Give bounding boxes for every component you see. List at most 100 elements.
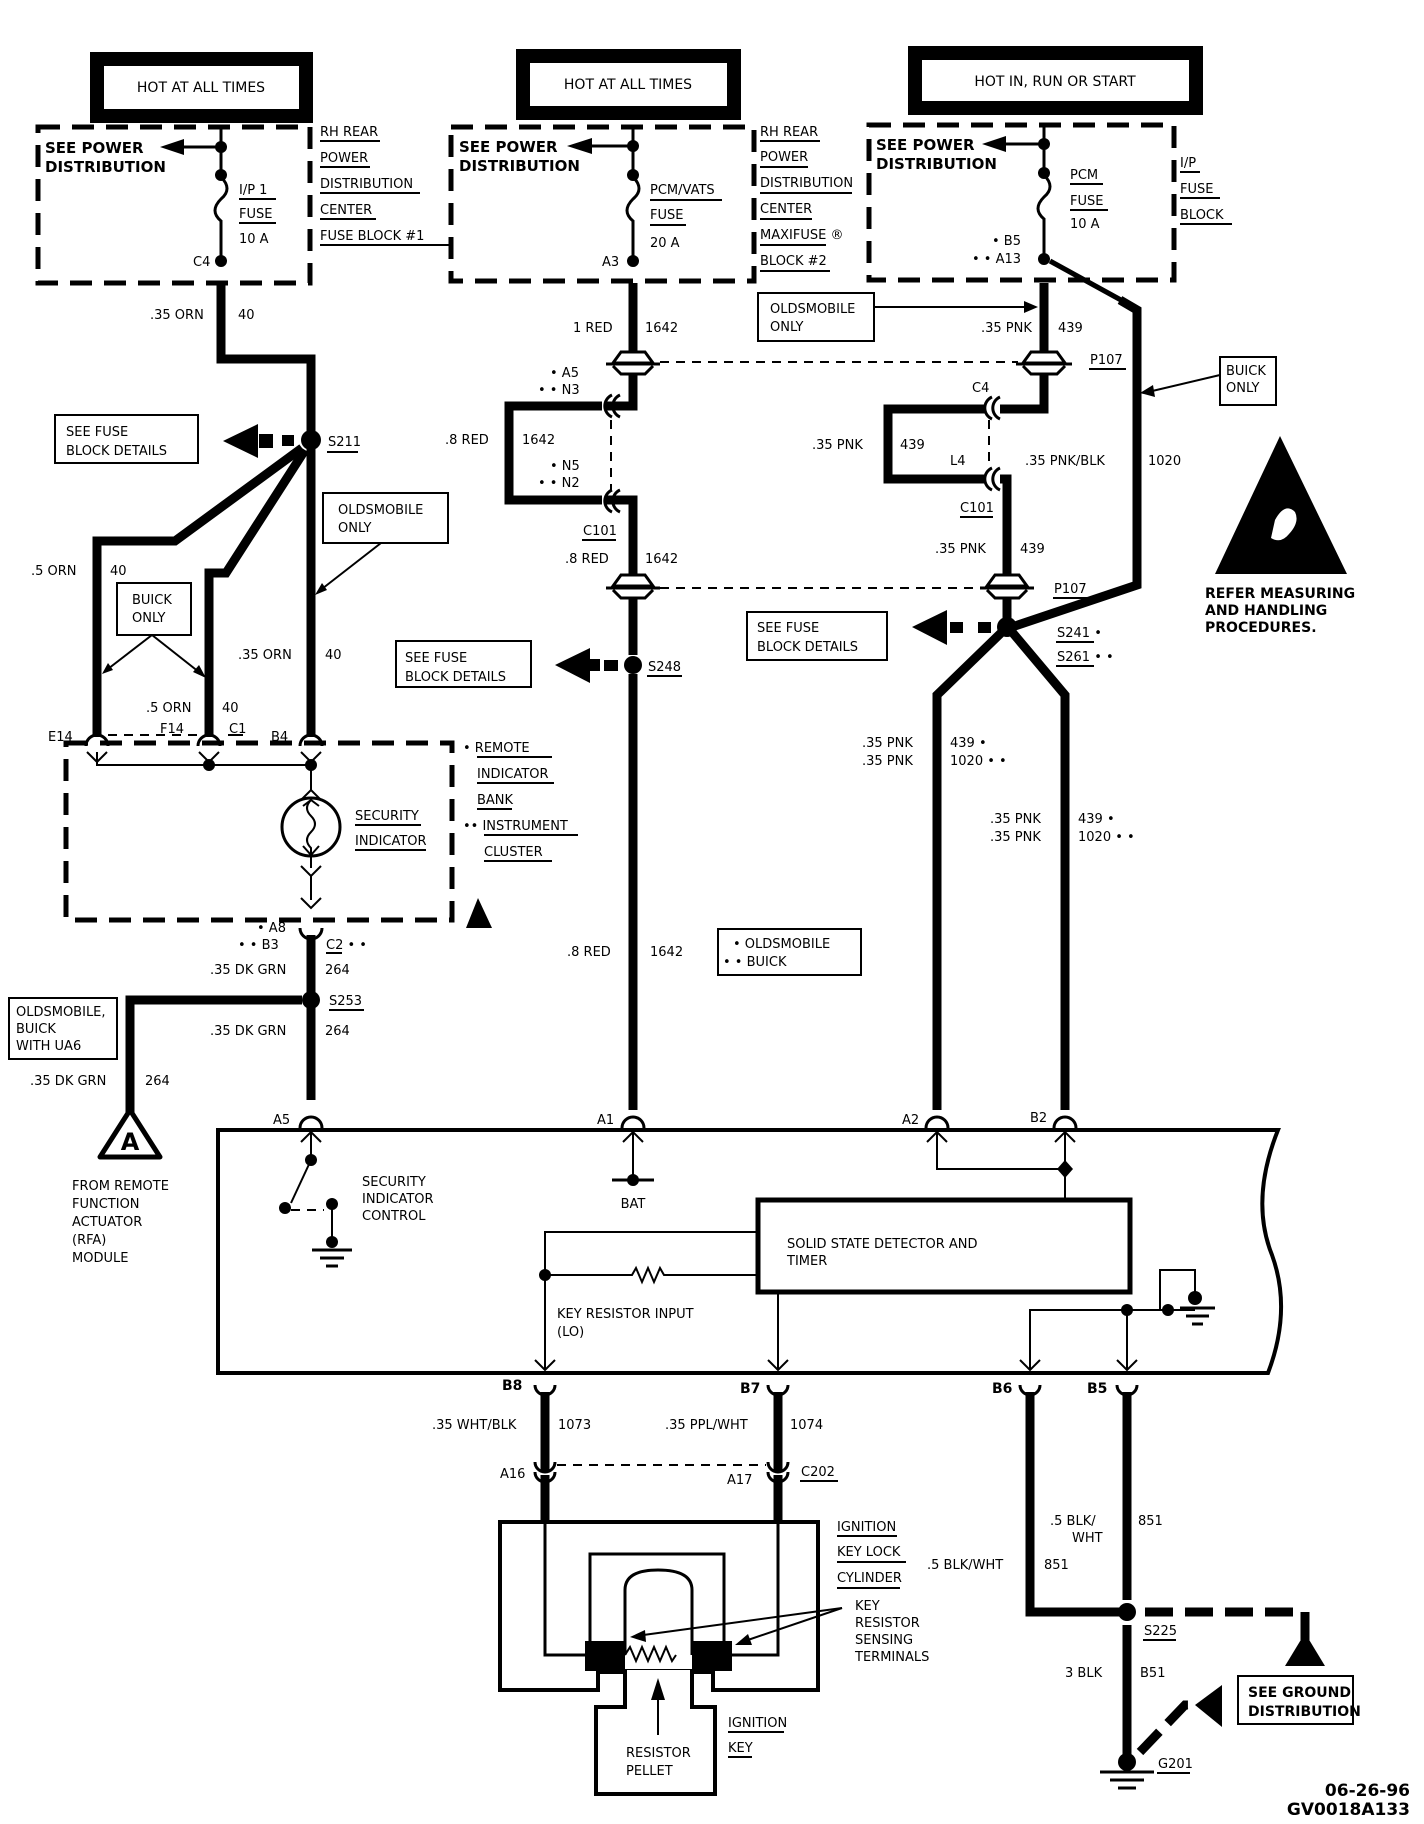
rfa-label-line: FROM REMOTE [72,1179,169,1194]
location-2-line3: DISTRIBUTION [760,176,853,191]
splice-s225 [1118,1603,1136,1621]
connector-label: A5 [273,1113,290,1128]
ground-circuit: .5 BLK/ WHT 851 .5 BLK/WHT 851 S225 3 BL… [927,1392,1361,1790]
arrow-left-icon [160,139,184,155]
ignition-key-label: KEY [728,1741,753,1756]
sensing-terminals-label: TERMINALS [854,1650,929,1665]
fuse-icon [213,175,229,260]
location-3-line3: BLOCK [1180,208,1224,223]
wire-gauge: .35 WHT/BLK [432,1418,517,1433]
callout-text: BLOCK DETAILS [405,670,506,685]
callout-text: OLDSMOBILE [770,302,855,317]
splice-label: G201 [1158,1757,1193,1772]
see-fuse-callout-2 [395,640,532,688]
resistor-pellet-label: PELLET [626,1764,673,1779]
arrow-left-icon [555,648,590,683]
power-source-pcm: HOT IN, RUN OR START SEE POWER DISTRIBUT… [866,46,1232,283]
callout-text: BLOCK DETAILS [757,640,858,655]
wire-circuit: 851 [1044,1558,1069,1573]
esd-note-line: PROCEDURES. [1205,620,1317,636]
location-1-line3: DISTRIBUTION [320,177,413,192]
indicator-location-line: CLUSTER [484,845,543,860]
callout-text: ONLY [338,521,371,536]
wire-circuit: 439 • [1078,812,1115,827]
ground-distribution-arrow-icon [1285,1633,1325,1666]
buick-only-callout-1 [116,582,192,636]
location-2-line4: CENTER [760,202,812,217]
circuit-1642: 1 RED 1642 • A5 • • N3 .8 RED 1642 • N5 … [395,283,1018,1110]
callout-text: SEE GROUND [1248,1685,1351,1701]
wire-circuit: B51 [1140,1666,1165,1681]
rfa-connector-marker-icon [97,1107,163,1160]
terminal-a3: A3 [602,255,619,270]
ignition-key-label: IGNITION [728,1716,787,1731]
wire-gauge: .35 PNK [812,438,863,453]
see-ground-callout [1237,1675,1354,1725]
callout-text: ONLY [1226,381,1259,396]
callout-text: ONLY [770,320,803,335]
wire-circuit: 1642 [645,321,678,336]
callout-text: OLDSMOBILE, [16,1005,106,1020]
switch-icon [290,1159,312,1204]
connector-label: F14 [160,722,184,737]
callout-text: BUICK [1226,364,1266,379]
sic-label-line: INDICATOR [362,1192,434,1207]
fuse-2-rating: 20 A [650,236,680,251]
wire-gauge: .35 DK GRN [210,963,286,978]
location-2-line5: MAXIFUSE ® [760,228,843,243]
location-1-line1: RH REAR [320,125,378,140]
connector-label: • • N2 [538,476,580,491]
arrow-left-icon [223,424,258,458]
wire-gauge: .5 BLK/WHT [927,1558,1003,1573]
circuit-40: .35 ORN 40 S211 SEE FUSE BLOCK DETAILS .… [31,283,449,747]
hot-label-2: HOT AT ALL TIMES [564,77,692,93]
see-power-2a: SEE POWER [459,138,558,156]
location-2-line2: POWER [760,150,808,165]
connector-label: A2 [902,1113,919,1128]
wire-gauge: .35 PNK/BLK [1025,454,1105,469]
indicator-module-outline [63,740,455,923]
legend-buick: • • BUICK [723,955,787,970]
wire-gauge: .35 DK GRN [210,1024,286,1039]
hot-at-all-times-box-2 [516,49,741,120]
arrow-up-icon [651,1678,665,1700]
wire-gauge: .35 PNK [981,321,1032,336]
wire-circuit: 40 [325,648,342,663]
lock-cylinder-label: CYLINDER [837,1571,902,1586]
fuse-icon [1036,173,1052,258]
wire-gauge: .35 PNK [990,812,1041,827]
wire-gauge: .35 PNK [935,542,986,557]
circuit-439-1020: .35 PNK 439 OLDSMOBILE ONLY P107 C4 .35 … [746,258,1277,1110]
arrow-left-icon [567,138,592,154]
diagram-code: GV0018A133 [1287,1800,1410,1820]
connector-label: • A5 [550,366,579,381]
esd-warning: REFER MEASURING AND HANDLING PROCEDURES. [1205,436,1355,636]
key-input-label: KEY RESISTOR INPUT [557,1307,694,1322]
sensing-terminals-label: RESISTOR [855,1616,920,1631]
key-input-label: (LO) [557,1325,584,1340]
fuse-2-name: PCM/VATS [650,183,715,198]
wire-circuit: 439 [1058,321,1083,336]
fuse-icon [625,175,641,260]
splice-label: S248 [648,660,681,675]
location-2-line1: RH REAR [760,125,818,140]
pass-through-grommet-icon [606,573,660,600]
connector-label: • A8 [257,921,286,936]
connector-label: • • N3 [538,383,580,398]
callout-text: ONLY [132,611,165,626]
security-indicator-label: SECURITY [355,809,419,824]
wire-circuit: 1020 • • [950,754,1007,769]
connector-label: C101 [583,524,617,539]
fuse-3-name: PCM [1070,168,1098,183]
wire-gauge: 3 BLK [1065,1666,1103,1681]
connector-label: B6 [992,1381,1012,1397]
see-power-2b: DISTRIBUTION [459,157,580,175]
pass-through-grommet-icon [980,573,1034,600]
location-1-line4: CENTER [320,203,372,218]
wire-circuit: 439 [900,438,925,453]
detector-label-line: SOLID STATE DETECTOR AND [787,1237,977,1252]
esd-note-line: AND HANDLING [1205,603,1327,619]
connector-label: C101 [960,501,994,516]
power-source-ip1: HOT AT ALL TIMES SEE POWER DISTRIBUTION … [35,52,450,286]
